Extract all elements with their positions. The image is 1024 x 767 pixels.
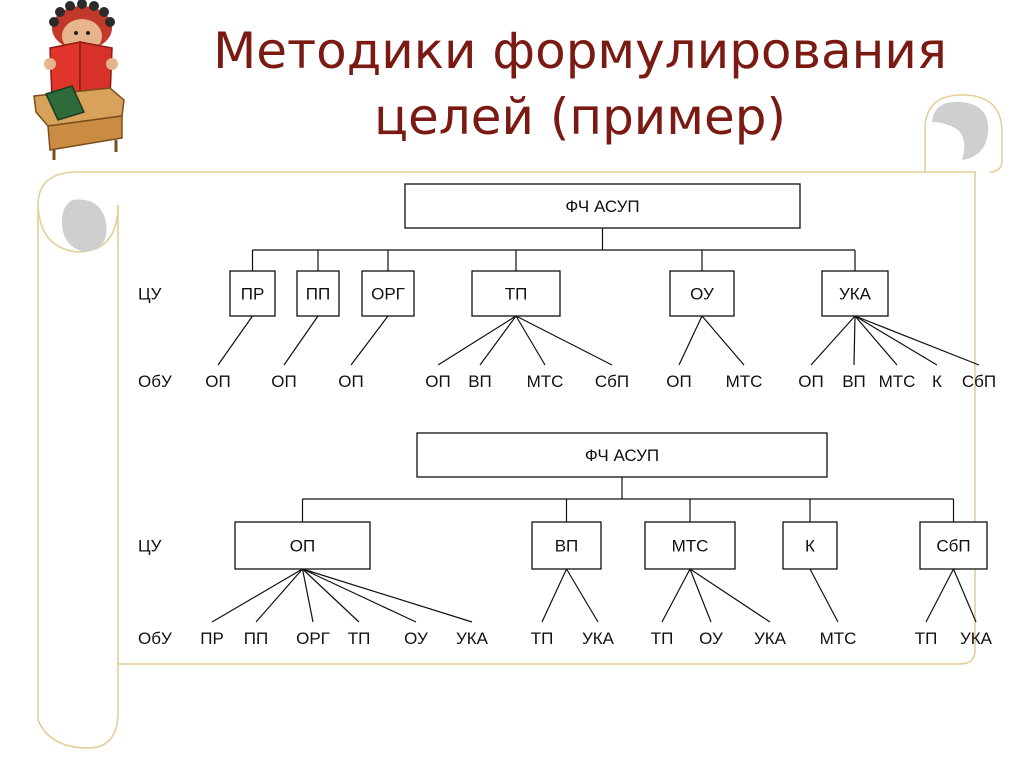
root-label: ФЧ АСУП <box>585 446 659 465</box>
leaf-label: ОП <box>425 372 450 391</box>
leaf-connector <box>853 315 856 366</box>
leaf-connector <box>925 568 955 623</box>
leaf-row-label: ОбУ <box>138 629 172 648</box>
leaf-connector <box>678 315 703 366</box>
leaf-label: ВП <box>468 372 492 391</box>
leaf-label: УКА <box>960 629 993 648</box>
leaf-connector <box>211 568 303 623</box>
leaf-connector <box>565 568 599 623</box>
leaf-label: МТС <box>820 629 857 648</box>
leaf-connector <box>854 315 938 366</box>
leaf-label: ОРГ <box>296 629 330 648</box>
leaf-connector <box>689 568 771 623</box>
leaf-connector <box>541 568 568 623</box>
leaf-label: УКА <box>456 629 489 648</box>
leaf-connector <box>809 568 839 623</box>
leaf-connector <box>479 315 517 366</box>
leaf-connector <box>350 315 389 366</box>
leaf-connector <box>302 568 360 623</box>
leaf-connector <box>515 315 546 366</box>
leaf-label: ОП <box>338 372 363 391</box>
node-label: МТС <box>672 537 709 556</box>
leaf-label: СбП <box>595 372 629 391</box>
leaf-label: СбП <box>962 372 996 391</box>
node-label: ПР <box>241 285 265 304</box>
leaf-connector <box>301 568 314 623</box>
leaf-label: МТС <box>527 372 564 391</box>
node-label: СбП <box>936 537 970 556</box>
leaf-label: ВП <box>842 372 866 391</box>
leaf-connector <box>302 568 417 623</box>
slide-title: Методики формулирования целей (пример) <box>150 18 1010 150</box>
leaf-connector <box>515 315 613 366</box>
curl-right <box>932 101 989 160</box>
node-box <box>361 270 415 317</box>
leaf-label: К <box>932 372 942 391</box>
leaf-label: ТП <box>348 629 371 648</box>
node-box <box>669 270 735 317</box>
node-box <box>229 270 276 317</box>
node-label: УКА <box>839 285 872 304</box>
leaf-row-label: ОбУ <box>138 372 172 391</box>
leaf-connector <box>255 568 303 623</box>
leaf-label: МТС <box>879 372 916 391</box>
leaf-connector <box>302 568 473 623</box>
leaf-label: УКА <box>582 629 615 648</box>
leaf-label: ТП <box>651 629 674 648</box>
leaf-connector <box>701 315 745 366</box>
leaf-label: МТС <box>726 372 763 391</box>
node-box <box>644 521 736 570</box>
leaf-label: ОП <box>271 372 296 391</box>
leaf-label: ОП <box>205 372 230 391</box>
node-label: ОП <box>290 537 315 556</box>
leaf-connector <box>437 315 517 366</box>
leaf-connector <box>810 315 856 366</box>
curl-left <box>62 199 107 252</box>
node-box <box>234 521 371 570</box>
leaf-label: ТП <box>531 629 554 648</box>
node-label: К <box>805 537 815 556</box>
leaf-label: ОП <box>666 372 691 391</box>
leaf-connector <box>283 315 319 366</box>
node-label: ОРГ <box>371 285 405 304</box>
level-label: ЦУ <box>138 537 162 556</box>
goal-tree-1: ФЧ АСУП ЦУ ОбУ ПР ОП ПП ОП ОРГ ОП ТП ОП ВП МТС СбП ОУ О… <box>138 183 996 391</box>
title-line-2: целей (пример) <box>373 88 787 146</box>
node-box <box>296 270 340 317</box>
leaf-connector <box>854 315 898 366</box>
leaf-label: ОУ <box>404 629 428 648</box>
reading-child-illustration <box>33 0 125 160</box>
root-label: ФЧ АСУП <box>565 197 639 216</box>
leaf-connector <box>689 568 712 623</box>
leaf-connector <box>661 568 691 623</box>
node-box <box>821 270 889 317</box>
leaf-connector <box>854 315 980 366</box>
leaf-label: ПР <box>200 629 224 648</box>
root-box <box>416 432 828 478</box>
leaf-label: ТП <box>915 629 938 648</box>
goal-tree-2: ФЧ АСУП ЦУ ОбУ ОП ПР ПП ОРГ ТП ОУ УКА ВП ТП УКА МТС ТП… <box>138 432 993 648</box>
root-box <box>404 183 801 229</box>
leaf-connector <box>217 315 253 366</box>
node-box <box>919 521 988 570</box>
leaf-label: ОУ <box>699 629 723 648</box>
node-label: ОУ <box>690 285 714 304</box>
node-label: ПП <box>306 285 330 304</box>
level-label: ЦУ <box>138 285 162 304</box>
node-box <box>471 270 561 317</box>
leaf-label: УКА <box>754 629 787 648</box>
leaf-label: ПП <box>244 629 268 648</box>
node-label: ВП <box>555 537 579 556</box>
leaf-connector <box>952 568 977 623</box>
title-line-1: Методики формулирования <box>213 22 947 80</box>
leaf-label: ОП <box>798 372 823 391</box>
node-label: ТП <box>505 285 528 304</box>
